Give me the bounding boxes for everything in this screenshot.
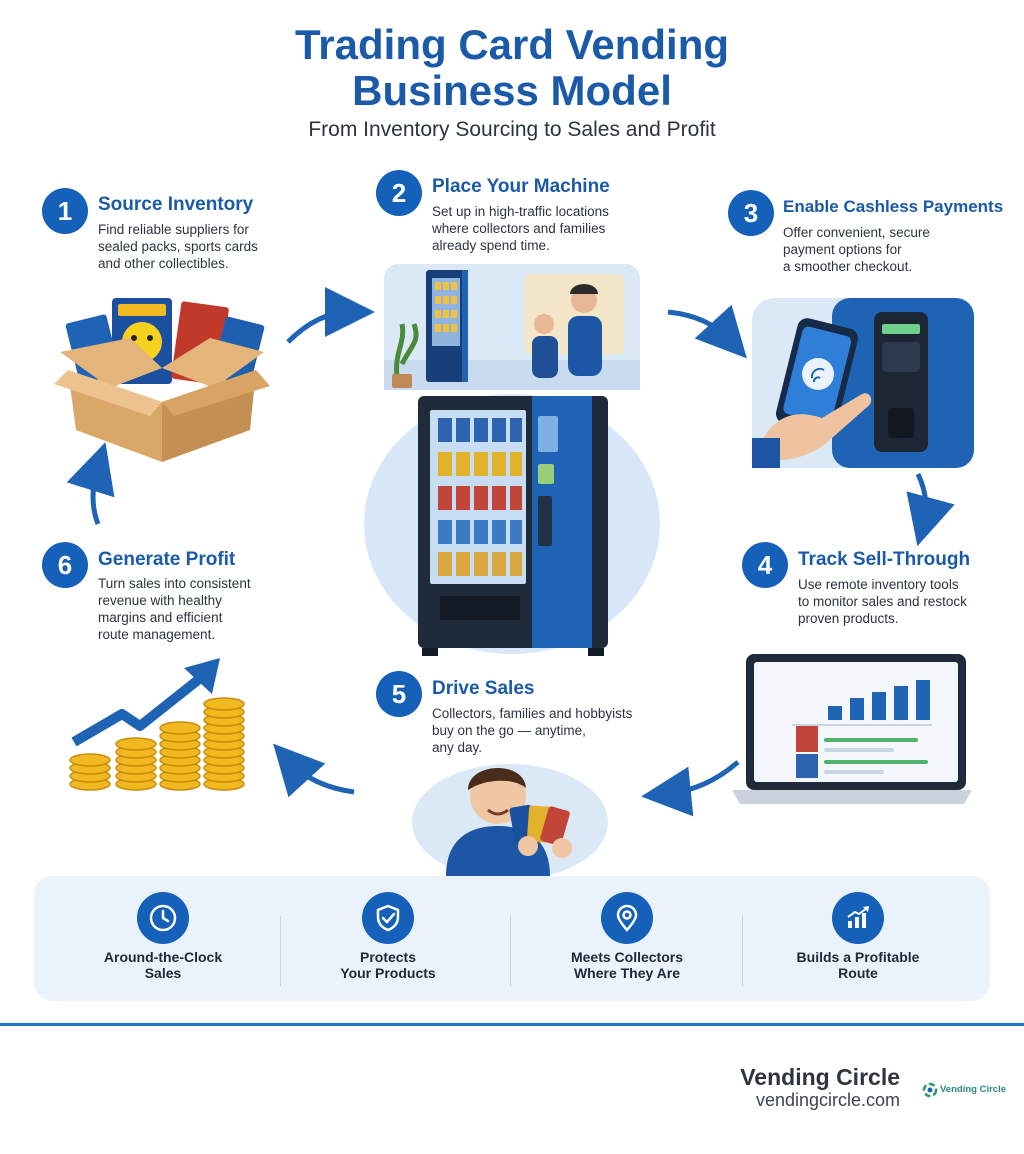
arrow-3-to-4 bbox=[906, 472, 955, 547]
divider bbox=[510, 916, 511, 986]
brand-logo: Vending Circle bbox=[922, 1082, 1018, 1104]
step-title: Track Sell-Through bbox=[798, 549, 971, 570]
brand-name: Vending Circle bbox=[740, 1064, 900, 1090]
step-number-badge: 5 bbox=[376, 671, 422, 717]
logo-text: Vending Circle bbox=[940, 1084, 1006, 1095]
step-title: Place Your Machine bbox=[432, 176, 610, 197]
arrow-4-to-5 bbox=[641, 760, 740, 817]
arrow-2-to-3 bbox=[667, 304, 747, 359]
step-title: Source Inventory bbox=[98, 194, 254, 215]
clock-icon bbox=[137, 892, 189, 944]
card-pack-grid bbox=[438, 418, 522, 576]
arrow-1-to-2 bbox=[286, 287, 375, 344]
page-subtitle: From Inventory Sourcing to Sales and Pro… bbox=[308, 118, 716, 141]
brand-url: vendingcircle.com bbox=[755, 1090, 900, 1110]
arrow-6-to-1 bbox=[66, 442, 115, 525]
step-number-badge: 4 bbox=[742, 542, 788, 588]
step-number-badge: 1 bbox=[42, 188, 88, 234]
cashless-payment-illustration bbox=[752, 298, 974, 468]
step-title: Generate Profit bbox=[98, 549, 236, 570]
collector-boy-illustration bbox=[412, 764, 608, 876]
step-number-badge: 6 bbox=[42, 542, 88, 588]
cycle-arrows bbox=[66, 287, 955, 817]
step-number-badge: 3 bbox=[728, 190, 774, 236]
step-title: Enable Cashless Payments bbox=[783, 197, 1004, 216]
footer-divider bbox=[0, 1023, 1024, 1026]
inventory-box-illustration bbox=[54, 298, 270, 462]
location-pin-icon bbox=[601, 892, 653, 944]
divider bbox=[742, 916, 743, 986]
circle-logo-icon bbox=[922, 1082, 938, 1098]
laptop-dashboard-illustration bbox=[732, 654, 972, 804]
step-title: Drive Sales bbox=[432, 678, 535, 699]
profit-coins-illustration bbox=[69, 658, 245, 791]
store-location-illustration bbox=[384, 264, 640, 390]
page-title-line1: Trading Card Vending bbox=[294, 21, 730, 68]
divider bbox=[280, 916, 281, 986]
step-number-badge: 2 bbox=[376, 170, 422, 216]
page-title-line2: Business Model bbox=[352, 67, 672, 114]
arrow-5-to-6 bbox=[273, 743, 355, 798]
shield-check-icon bbox=[362, 892, 414, 944]
growth-chart-icon bbox=[832, 892, 884, 944]
vending-machine-illustration bbox=[364, 394, 660, 656]
